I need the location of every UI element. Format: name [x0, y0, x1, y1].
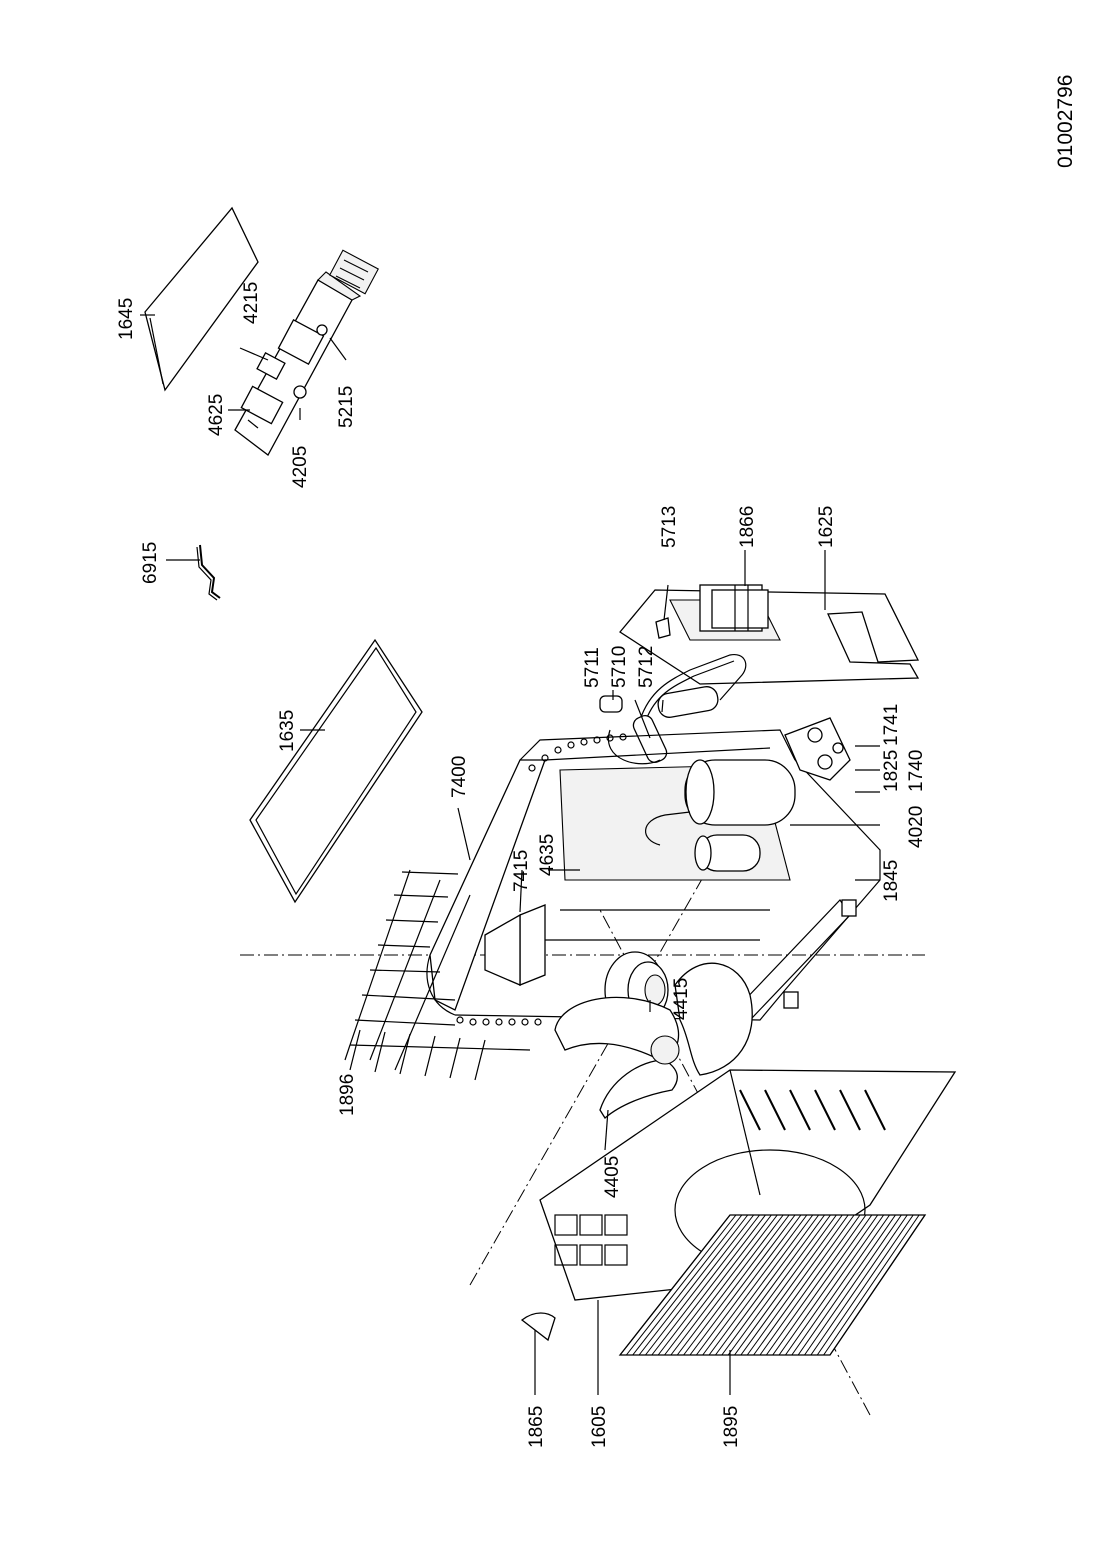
label-1896: 1896	[337, 1074, 358, 1116]
part-1645-cover-plate	[144, 206, 259, 392]
part-7400-chassis-coil	[426, 729, 881, 1026]
grille-bar	[823, 1214, 920, 1356]
part-1605-front-panel	[539, 1069, 957, 1301]
grille-bar	[804, 1214, 902, 1356]
grille-bar	[619, 1214, 731, 1356]
label-1845: 1845	[881, 860, 902, 902]
grille-bar	[689, 1214, 796, 1356]
grille-bar	[670, 1214, 778, 1356]
label-6915: 6915	[140, 542, 161, 584]
label-4415: 4415	[671, 978, 692, 1020]
grille-bar	[778, 1214, 879, 1356]
grille-bar	[676, 1214, 784, 1356]
part-1635-top-panel	[249, 638, 423, 904]
leader-lines	[140, 314, 880, 1395]
label-5711: 5711	[582, 647, 603, 688]
label-4215: 4215	[241, 282, 262, 324]
grille-bar	[797, 1214, 896, 1356]
part-1895-front-grille	[618, 1214, 927, 1356]
label-1645: 1645	[116, 298, 137, 340]
label-4020: 4020	[906, 806, 927, 848]
grille-bar	[651, 1214, 760, 1356]
grille-bar	[810, 1214, 908, 1356]
part-6915-bracket	[196, 544, 221, 601]
grille-bar	[664, 1214, 772, 1356]
label-1605: 1605	[589, 1406, 610, 1448]
grille-bar	[727, 1214, 831, 1356]
grille-bar	[645, 1214, 755, 1356]
grille-bar	[829, 1214, 926, 1356]
label-1635: 1635	[277, 710, 298, 752]
grille-bar	[816, 1214, 914, 1356]
grille-bar	[753, 1214, 855, 1356]
part-electrical-box	[234, 249, 379, 456]
label-5713: 5713	[659, 506, 680, 548]
label-1866: 1866	[737, 506, 758, 548]
coil-fin-tubes	[456, 733, 627, 1026]
label-5215: 5215	[336, 386, 357, 428]
label-4405: 4405	[602, 1156, 623, 1198]
label-4635: 4635	[537, 834, 558, 876]
part-refrigerant-piping	[599, 653, 747, 765]
label-1741: 1741	[881, 704, 902, 746]
grille-bar	[746, 1214, 849, 1356]
grille-bar	[657, 1214, 766, 1356]
part-service-valves	[784, 717, 851, 781]
label-1895: 1895	[721, 1406, 742, 1448]
grille-bar	[708, 1214, 814, 1356]
label-1865: 1865	[526, 1406, 547, 1448]
part-labels: 1645 4625 4215 4205 5215 6915 1635 5713 …	[116, 282, 927, 1448]
part-1896-rear-grille	[349, 869, 531, 1081]
label-1740: 1740	[906, 750, 927, 792]
part-4405-fan-blade	[554, 962, 753, 1119]
label-1825: 1825	[881, 750, 902, 792]
part-4020-compressor	[645, 759, 796, 872]
label-1625: 1625	[816, 506, 837, 548]
grille-bar	[791, 1214, 890, 1356]
label-7400: 7400	[449, 756, 470, 798]
part-1625-side-panel	[619, 584, 920, 685]
grille-bar	[765, 1214, 867, 1356]
label-5712: 5712	[636, 646, 657, 688]
grille-bar	[759, 1214, 861, 1356]
grille-bar	[740, 1214, 843, 1356]
grille-bar	[772, 1214, 873, 1356]
part-5713-valve-cap	[655, 617, 671, 639]
label-7415: 7415	[511, 850, 532, 892]
grille-bar	[785, 1214, 885, 1356]
grille-hatch	[619, 1214, 926, 1356]
grille-bar	[721, 1214, 825, 1356]
part-1865-clip	[520, 1312, 556, 1342]
label-4205: 4205	[290, 446, 311, 488]
grille-bar	[715, 1214, 820, 1356]
grille-bar	[683, 1214, 790, 1356]
grille-bar	[702, 1214, 808, 1356]
grille-bar	[734, 1214, 837, 1356]
grille-bar	[625, 1214, 737, 1356]
part-1845-base-pan	[739, 899, 857, 1019]
grille-bar	[638, 1214, 749, 1356]
document-code: 01002796	[1054, 75, 1077, 168]
grille-bar	[695, 1214, 802, 1356]
grille-bar	[632, 1214, 743, 1356]
label-5710: 5710	[609, 646, 630, 688]
label-4625: 4625	[206, 394, 227, 436]
centre-lines	[240, 759, 925, 1416]
